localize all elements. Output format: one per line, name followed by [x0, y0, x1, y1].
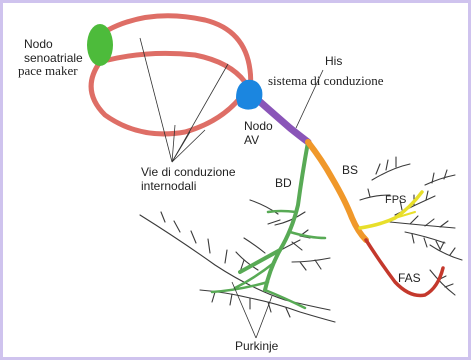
fps-label: FPS [385, 193, 406, 207]
internodal-pointers [140, 38, 228, 162]
bd-label: BD [275, 176, 292, 190]
pacemaker-label: pace maker [18, 64, 78, 78]
av-node-label-line2: AV [244, 133, 259, 147]
left-bundle-branch [308, 142, 366, 240]
internodal-label-line1: Vie di conduzione [141, 165, 236, 179]
sa-node-label-line1: Nodo [24, 37, 53, 51]
av-node [236, 80, 262, 110]
internodal-pathways [91, 16, 251, 134]
internodal-label: Vie di conduzione internodali [141, 165, 236, 193]
conduction-system-label: sistema di conduzione [268, 74, 384, 88]
av-node-label: Nodo AV [244, 119, 273, 147]
sa-node-label: Nodo senoatriale [24, 37, 83, 65]
sa-node [87, 24, 113, 66]
bs-label: BS [342, 163, 358, 177]
anterior-fascicle [366, 240, 443, 295]
internodal-label-line2: internodali [141, 179, 196, 193]
purkinje-label: Purkinje [235, 339, 278, 353]
av-node-label-line1: Nodo [244, 119, 273, 133]
his-label: His [325, 54, 342, 68]
fas-label: FAS [398, 271, 421, 285]
